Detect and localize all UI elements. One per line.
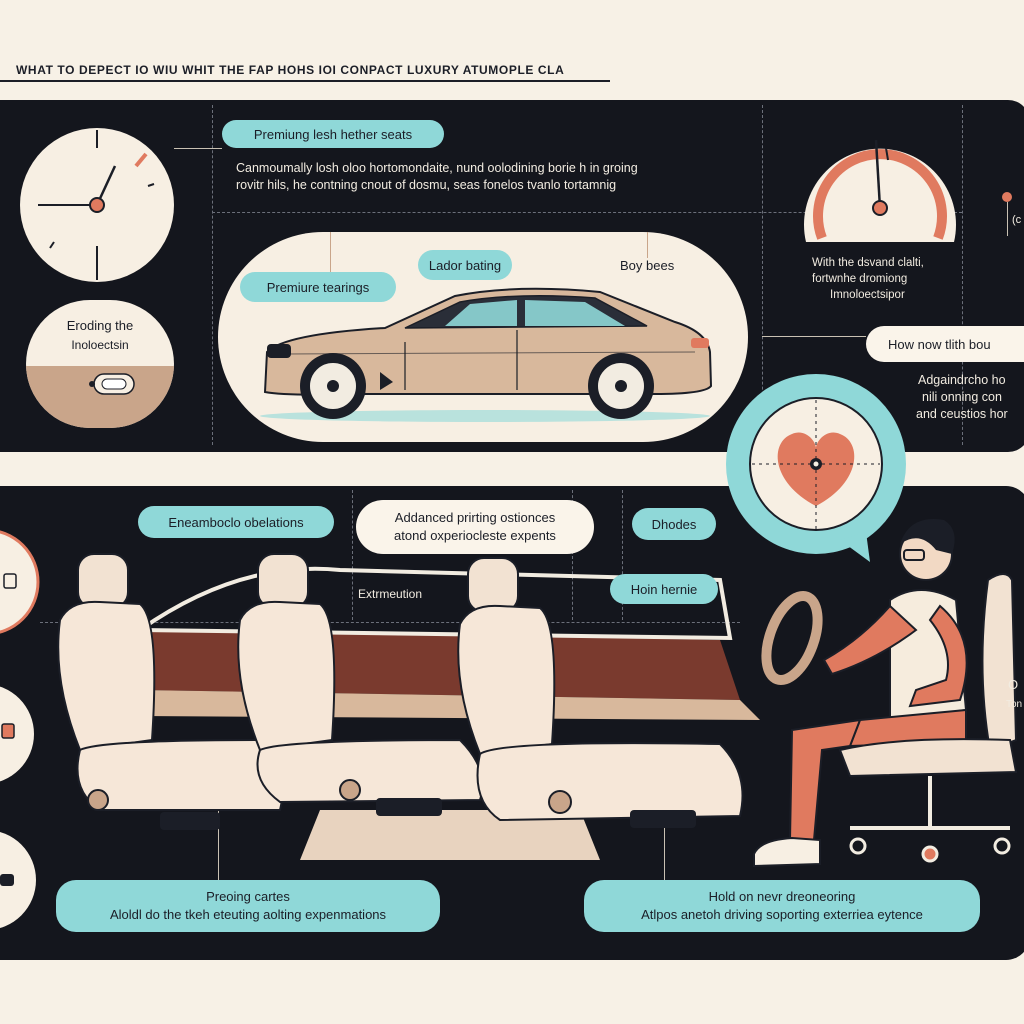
right-text-line: nili onning con [922,390,1002,404]
label-extension: Extrmeution [358,587,423,601]
pill-line: atond oxperiocleste expents [394,528,556,543]
side-circle-icon [0,832,36,928]
pill-line: Preoing cartes [206,889,290,904]
connector-line [664,812,665,880]
pill-bottom-right: Hold on nevr dreoneoring Atlpos anetoh d… [584,880,980,932]
right-text-line: Adgaindrcho ho [918,373,1006,387]
pill-mid-right: Hoin hernie [610,574,718,604]
car-pill-center: Lador bating [418,250,512,280]
guide-line [212,212,962,213]
feature-pill: Premiung lesh hether seats [222,120,444,148]
gauge-icon [804,139,956,242]
pill-bottom-left: Preoing cartes Aloldl do the tkeh eteuti… [56,880,440,932]
clock-icon [20,128,174,282]
right-edge-label: O [1008,677,1019,692]
sedan-car-icon [260,287,713,422]
interior-seats-illustration [57,553,760,860]
car-label-right: Boy bees [620,258,675,273]
pill-line: Atlpos anetoh driving soporting exterrie… [641,907,923,922]
marker-dot [1002,192,1012,202]
gauge-caption: With the dsvand clalti, [812,257,924,269]
right-pill: How now tlith bou [866,326,1024,362]
heart-badge [726,374,906,562]
pill-top-right: Dhodes [632,508,716,540]
pill-top-left: Eneamboclo obelations [138,506,334,538]
guide-line [622,490,623,620]
connector-line [218,800,219,880]
guide-line [962,105,963,445]
guide-line [40,622,740,623]
title-underline [0,58,610,82]
side-circle-icon [0,530,40,634]
seat-button-icon [89,373,135,395]
seat [57,553,284,830]
guide-line [352,490,353,620]
card-line: Eroding the [66,318,134,333]
left-info-card: Eroding the Inoloectsin [26,300,174,428]
right-edge-label: Ton [1006,699,1023,710]
connector-line [330,232,331,272]
page-title: WHAT TO DEPECT IO WIU WHIT THE FAP HOHS … [16,63,565,77]
guide-line [762,105,763,445]
gauge-caption: Imnoloectsipor [830,289,905,301]
gauge-caption: fortwnhe dromiong [812,273,908,285]
pill-top-center: Addanced prirting ostionces atond oxperi… [356,500,594,554]
pill-line: Aloldl do the tkeh eteuting aolting expe… [109,907,387,922]
connector-line [174,148,222,149]
car-pill-left: Premiure tearings [240,272,396,302]
side-circle-icon [0,686,34,782]
connector-line [647,232,648,258]
guide-line [572,490,573,620]
card-line: Inoloectsin [71,338,129,352]
pill-line: Hold on nevr dreoneoring [708,889,856,904]
pill-line: Addanced prirting ostionces [394,510,556,525]
connector-line [1007,202,1008,236]
description-line: rovitr hils, he contning cnout of dosmu,… [236,178,617,192]
description-line: Canmoumally losh oloo hortomondaite, nun… [236,161,638,175]
right-text-line: and ceustios hor [916,407,1008,421]
right-edge-label: (c [1012,214,1022,226]
guide-line [212,105,213,445]
driver-illustration [753,519,1018,868]
connector-line [762,336,866,337]
